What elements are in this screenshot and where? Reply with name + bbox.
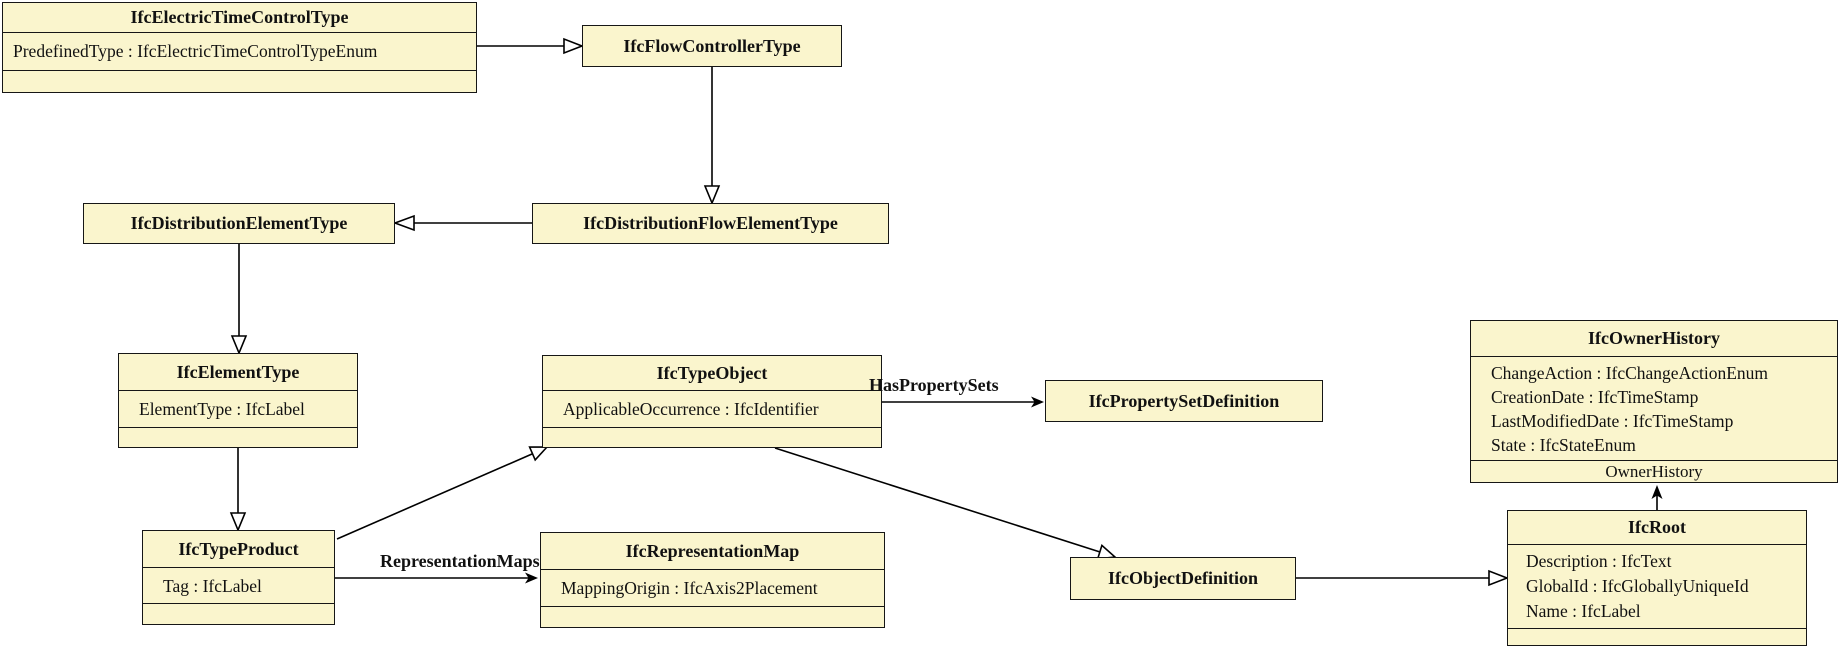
class-box-ifctypeobject: IfcTypeObject ApplicableOccurrence : Ifc…	[542, 355, 882, 448]
generalization-flowcontrollertype-to-distributionflowelementtype	[703, 67, 721, 206]
class-box-ifcrepresentationmap: IfcRepresentationMap MappingOrigin : Ifc…	[540, 532, 885, 628]
association-ownerhistory-arrow	[1651, 485, 1663, 510]
class-title: IfcDistributionFlowElementType	[533, 204, 888, 243]
generalization-elementtype-to-typeproduct	[229, 448, 247, 533]
class-title: IfcDistributionElementType	[84, 204, 394, 243]
empty-compartment	[3, 70, 476, 92]
class-box-ifcelementtype: IfcElementType ElementType : IfcLabel	[118, 353, 358, 448]
attribute-line: Description : IfcText	[1526, 551, 1672, 571]
class-name: IfcTypeObject	[656, 362, 768, 383]
attribute-line: State : IfcStateEnum	[1491, 435, 1636, 455]
generalization-typeproduct-to-typeobject	[336, 446, 549, 540]
attribute-line: ApplicableOccurrence : IfcIdentifier	[563, 399, 819, 419]
association-label-haspropertysets: HasPropertySets	[869, 375, 999, 395]
class-name: IfcOwnerHistory	[1588, 328, 1720, 348]
empty-compartment	[541, 606, 884, 627]
attribute-line: CreationDate : IfcTimeStamp	[1491, 387, 1699, 407]
class-attributes: MappingOrigin : IfcAxis2Placement	[541, 569, 884, 606]
class-name: IfcRepresentationMap	[625, 540, 800, 561]
empty-compartment	[143, 603, 334, 624]
class-attributes: Description : IfcText GlobalId : IfcGlob…	[1508, 544, 1806, 628]
class-title: IfcFlowControllerType	[583, 26, 841, 66]
class-box-ifcroot: IfcRoot Description : IfcText GlobalId :…	[1507, 510, 1807, 646]
generalization-electrictimecontroltype-to-flowcontrollertype	[477, 37, 585, 55]
class-title: IfcTypeProduct	[143, 531, 334, 567]
attribute-line: GlobalId : IfcGloballyUniqueId	[1526, 576, 1749, 596]
class-box-ifcdistributionflowelementtype: IfcDistributionFlowElementType	[532, 203, 889, 244]
class-box-ifcdistributionelementtype: IfcDistributionElementType	[83, 203, 395, 244]
class-box-ifcownerhistory: IfcOwnerHistory ChangeAction : IfcChange…	[1470, 320, 1838, 483]
class-name: IfcElectricTimeControlType	[130, 7, 349, 27]
class-attributes: ApplicableOccurrence : IfcIdentifier	[543, 390, 881, 427]
attribute-line: Name : IfcLabel	[1526, 601, 1641, 621]
generalization-distributionflowelementtype-to-distributionelementtype	[392, 214, 532, 232]
class-title: IfcObjectDefinition	[1071, 558, 1295, 599]
association-representationmaps-arrow	[334, 572, 538, 584]
class-title: IfcTypeObject	[543, 356, 881, 390]
class-title: IfcPropertySetDefinition	[1046, 381, 1322, 421]
class-title: IfcOwnerHistory	[1471, 321, 1837, 356]
class-attributes: Tag : IfcLabel	[143, 567, 334, 603]
class-name: IfcDistributionElementType	[130, 213, 348, 233]
empty-compartment	[119, 427, 357, 447]
class-title: IfcElementType	[119, 354, 357, 390]
class-attributes: ChangeAction : IfcChangeActionEnum Creat…	[1471, 356, 1837, 460]
association-role-label-ownerhistory: OwnerHistory	[1471, 460, 1837, 482]
class-name: IfcDistributionFlowElementType	[583, 213, 838, 233]
empty-compartment	[1508, 628, 1806, 645]
class-title: IfcRepresentationMap	[541, 533, 884, 569]
association-haspropertysets-arrow	[882, 396, 1044, 408]
empty-compartment	[543, 427, 881, 447]
class-name: IfcPropertySetDefinition	[1088, 390, 1280, 411]
class-box-ifcelectrictimecontroltype: IfcElectricTimeControlType PredefinedTyp…	[2, 2, 477, 93]
attribute-line: LastModifiedDate : IfcTimeStamp	[1491, 411, 1734, 431]
class-box-ifctypeproduct: IfcTypeProduct Tag : IfcLabel	[142, 530, 335, 625]
class-title: IfcElectricTimeControlType	[3, 3, 476, 32]
class-box-ifcpropertysetdefinition: IfcPropertySetDefinition	[1045, 380, 1323, 422]
attribute-line: PredefinedType : IfcElectricTimeControlT…	[13, 41, 378, 61]
class-name: IfcRoot	[1628, 517, 1686, 537]
attribute-line: MappingOrigin : IfcAxis2Placement	[561, 578, 818, 598]
class-title: IfcRoot	[1508, 511, 1806, 544]
generalization-distributionelementtype-to-elementtype	[230, 244, 248, 356]
class-attributes: ElementType : IfcLabel	[119, 390, 357, 427]
class-name: IfcTypeProduct	[178, 538, 299, 559]
class-name: IfcObjectDefinition	[1108, 568, 1258, 588]
attribute-line: ElementType : IfcLabel	[139, 399, 305, 419]
attribute-line: ChangeAction : IfcChangeActionEnum	[1491, 363, 1769, 383]
class-box-ifcflowcontrollertype: IfcFlowControllerType	[582, 25, 842, 67]
generalization-objectdefinition-to-root	[1296, 569, 1510, 587]
association-label-representationmaps: RepresentationMaps	[380, 551, 540, 571]
class-box-ifcobjectdefinition: IfcObjectDefinition	[1070, 557, 1296, 600]
attribute-line: Tag : IfcLabel	[163, 576, 262, 596]
class-name: IfcFlowControllerType	[623, 35, 801, 56]
class-attributes: PredefinedType : IfcElectricTimeControlT…	[3, 32, 476, 70]
class-name: IfcElementType	[176, 361, 300, 382]
